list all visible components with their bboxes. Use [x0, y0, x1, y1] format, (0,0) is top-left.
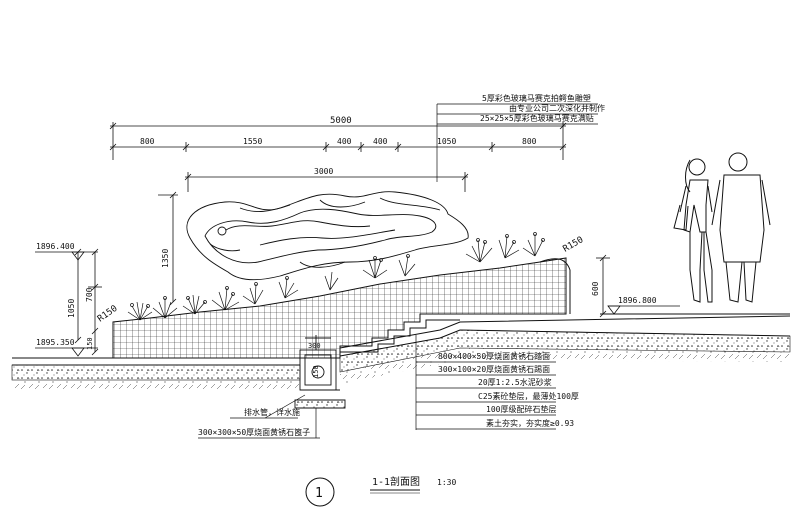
left-soil-layer	[12, 380, 300, 390]
radius-right: R150	[562, 235, 586, 255]
drain-leaders	[198, 394, 320, 439]
dim-base-150: 150	[86, 337, 94, 350]
dimension-chain-segments	[109, 142, 567, 152]
dim-drain-300: 300	[308, 342, 321, 350]
dim-total: 5000	[330, 116, 352, 126]
top-note-2: 由专业公司二次深化并制作	[509, 103, 605, 113]
title-block	[305, 477, 420, 507]
layer-note-1: 800×400×50厚烧面黄锈石踏面	[438, 351, 550, 361]
layer-note-5: 100厚级配碎石垫层	[486, 404, 556, 414]
people-figures	[673, 152, 771, 303]
section-number: 1	[315, 486, 323, 501]
dimension-sculpture-width	[184, 172, 469, 192]
left-elevation-markers	[35, 248, 102, 357]
layer-notes-leader	[415, 335, 556, 430]
top-notes-leader	[436, 103, 598, 182]
right-soil-layer	[340, 348, 790, 384]
drawing-title: 1-1剖面图	[372, 475, 420, 488]
dim-right-600: 600	[591, 281, 600, 296]
elevation-right: 1896.800	[618, 296, 657, 305]
layer-note-3: 20厚1:2.5水泥砂浆	[478, 377, 552, 387]
dim-sculpture-width: 3000	[314, 167, 333, 176]
layer-note-4: C25素砼垫层，最薄处100厚	[478, 391, 579, 401]
left-gravel-layer	[11, 364, 301, 381]
steps	[340, 313, 460, 353]
drain-note-1: 排水管，详水施	[244, 407, 300, 417]
top-note-3: 25×25×5厚彩色玻璃马赛克满贴	[480, 113, 594, 123]
layer-note-6: 素土夯实，夯实度≥0.93	[486, 418, 574, 428]
drawing-scale: 1:30	[437, 478, 456, 487]
drain-note-2: 300×300×50厚烧面黄锈石篦子	[198, 427, 310, 437]
dim-wall-1050: 1050	[67, 299, 76, 318]
dimension-sculpture-height	[158, 191, 178, 306]
dim-segment-2: 1550	[243, 137, 262, 146]
right-wall-curve	[539, 258, 571, 314]
dim-segment-5: 1050	[437, 137, 456, 146]
crocodile-sculpture	[186, 191, 469, 281]
dim-segment-6: 800	[522, 137, 537, 146]
plants	[127, 232, 545, 321]
dim-segment-4: 400	[373, 137, 388, 146]
drain-detail	[294, 335, 346, 409]
dim-wall-700: 700	[85, 287, 94, 302]
elevation-left-top: 1896.400	[36, 242, 75, 251]
layer-note-2: 300×100×20厚烧面黄锈石踢面	[438, 364, 550, 374]
top-note-1: 5厚彩色玻璃马赛克拍鳄鱼雕塑	[482, 93, 591, 103]
dim-segment-1: 800	[140, 137, 155, 146]
dim-drain-150: 150	[312, 365, 320, 378]
right-elevation-marker	[596, 254, 680, 318]
dim-sculpture-height: 1350	[161, 249, 170, 268]
elevation-left-bottom: 1895.350	[36, 338, 75, 347]
dim-segment-3: 400	[337, 137, 352, 146]
